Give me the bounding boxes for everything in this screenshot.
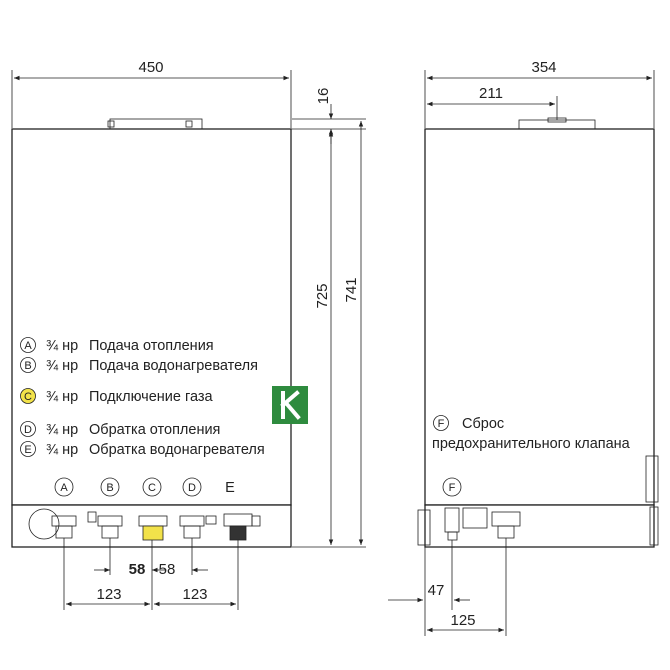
- dim-front-width: 450: [11, 59, 292, 128]
- svg-text:D: D: [188, 482, 196, 494]
- svg-text:B: B: [24, 360, 31, 372]
- dim-pitch-58-right: 58: [159, 561, 208, 578]
- bottom-label-b: B: [100, 477, 120, 497]
- legend-row-a: A ¾ нр Подача отопления: [20, 337, 214, 354]
- side-casing: [424, 128, 655, 506]
- side-fitting-left: [444, 507, 460, 541]
- svg-text:58: 58: [129, 561, 146, 578]
- side-view: F Сброс предохранительного клапана F 354…: [388, 59, 659, 636]
- bottom-label-a: A: [54, 477, 74, 497]
- dim-height-741: 741: [343, 121, 364, 545]
- gas-fitting-highlight: [142, 525, 164, 541]
- svg-text:C: C: [148, 482, 156, 494]
- svg-text:354: 354: [531, 59, 556, 76]
- dim-height-725: 725: [292, 131, 366, 548]
- svg-text:F: F: [449, 482, 456, 494]
- k-letter-logo-icon: [272, 386, 308, 424]
- side-rear-tab: [645, 455, 659, 503]
- dim-side-47: 47: [388, 540, 470, 610]
- svg-text:D: D: [24, 424, 32, 436]
- svg-text:¾ нр: ¾ нр: [46, 442, 78, 458]
- front-bracket-screw-right: [185, 120, 193, 128]
- svg-text:¾ нр: ¾ нр: [46, 422, 78, 438]
- svg-text:Сброс: Сброс: [462, 416, 504, 432]
- side-top-bracket: [518, 119, 596, 130]
- svg-text:Обратка отопления: Обратка отопления: [89, 422, 220, 438]
- side-note-safety-valve: F Сброс предохранительного клапана: [432, 415, 631, 452]
- svg-text:Подача отопления: Подача отопления: [89, 338, 214, 354]
- svg-text:450: 450: [138, 59, 163, 76]
- svg-text:¾ нр: ¾ нр: [46, 389, 78, 405]
- dim-pitch-123-left: 123: [66, 586, 150, 607]
- svg-text:Обратка водонагревателя: Обратка водонагревателя: [89, 442, 265, 458]
- dim-side-width: 354: [424, 59, 655, 128]
- svg-text:211: 211: [479, 85, 503, 102]
- fitting-c-gas: [138, 515, 168, 541]
- dim-side-211: 211: [427, 85, 558, 120]
- front-top-bracket: [109, 118, 203, 130]
- svg-text:725: 725: [314, 283, 331, 308]
- bottom-label-e: E: [225, 480, 235, 496]
- svg-text:Подача водонагревателя: Подача водонагревателя: [89, 358, 258, 374]
- side-bottom-label-f: F: [442, 477, 462, 497]
- svg-text:125: 125: [450, 612, 475, 629]
- svg-text:47: 47: [428, 582, 445, 599]
- svg-text:¾ нр: ¾ нр: [46, 358, 78, 374]
- svg-text:A: A: [60, 482, 68, 494]
- legend-row-e: E ¾ нр Обратка водонагревателя: [20, 441, 265, 458]
- legend-row-b: B ¾ нр Подача водонагревателя: [20, 357, 258, 374]
- legend-row-c: C ¾ нр Подключение газа: [20, 388, 213, 405]
- front-view: A B C D E A ¾ нр Подача отопления B: [11, 59, 366, 610]
- svg-text:123: 123: [182, 586, 207, 603]
- svg-text:E: E: [24, 444, 31, 456]
- svg-text:предохранительного клапана: предохранительного клапана: [432, 436, 631, 452]
- svg-text:58: 58: [159, 561, 176, 578]
- svg-text:F: F: [438, 418, 445, 430]
- svg-text:C: C: [24, 391, 32, 403]
- svg-text:¾ нр: ¾ нр: [46, 338, 78, 354]
- dim-side-125: 125: [424, 538, 507, 636]
- legend-row-d: D ¾ нр Обратка отопления: [20, 421, 220, 438]
- svg-text:123: 123: [96, 586, 121, 603]
- dim-pitch-58-left: 58: [94, 561, 166, 578]
- front-bottom-round-fitting: [28, 508, 60, 540]
- bottom-label-d: D: [182, 477, 202, 497]
- front-bracket-screw-left: [107, 120, 115, 128]
- connection-legend: A ¾ нр Подача отопления B ¾ нр Подача во…: [20, 337, 265, 458]
- svg-text:741: 741: [343, 277, 360, 302]
- svg-text:Подключение газа: Подключение газа: [89, 389, 213, 405]
- svg-text:B: B: [106, 482, 113, 494]
- dim-top-offset: 16: [292, 88, 366, 144]
- svg-text:16: 16: [315, 88, 332, 105]
- svg-text:A: A: [24, 340, 32, 352]
- bottom-label-c: C: [142, 477, 162, 497]
- dim-pitch-123-right: 123: [154, 586, 236, 607]
